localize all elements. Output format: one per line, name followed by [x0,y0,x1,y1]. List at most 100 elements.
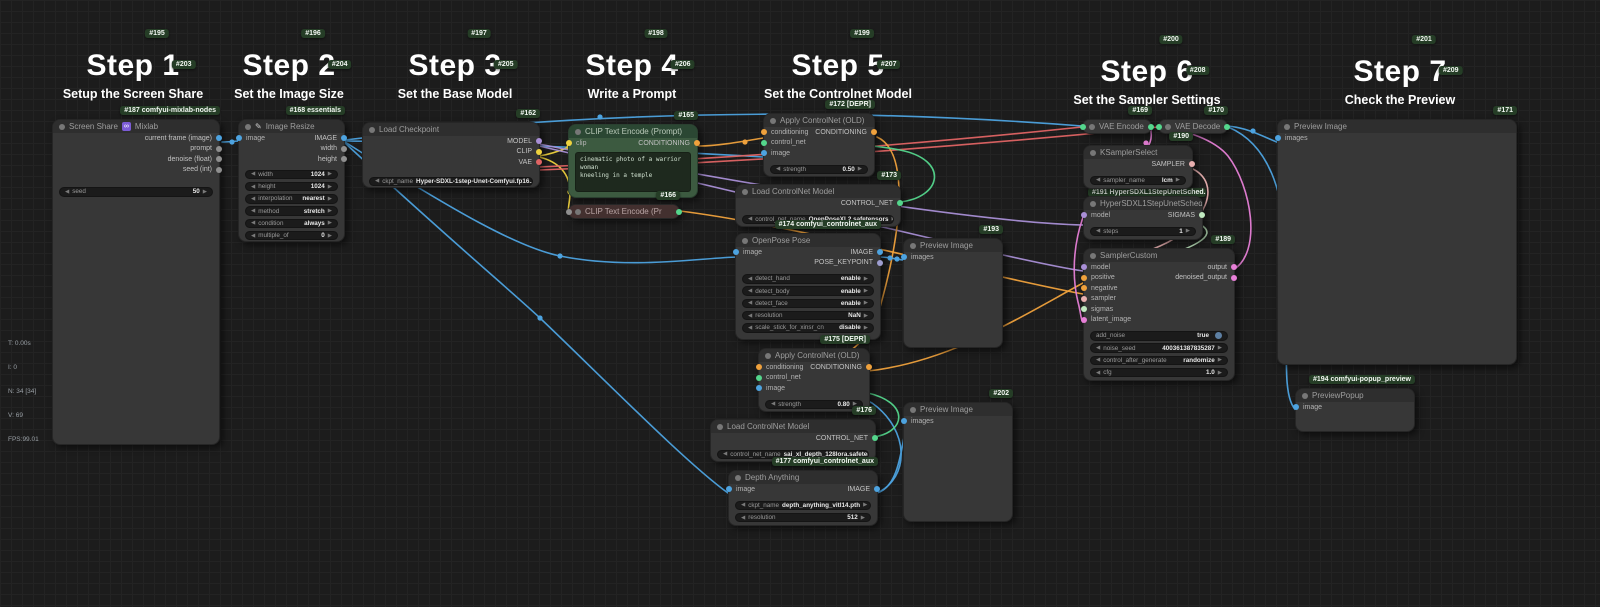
slot-dot-icon[interactable] [756,385,762,391]
decrement-arrow-icon[interactable]: ◀ [748,324,753,331]
node-clip-text-encode-negative[interactable]: CLIP Text Encode (Pr [566,204,682,219]
output-CLIP[interactable]: CLIP [516,147,542,157]
slot-dot-icon[interactable] [897,200,903,206]
slot-dot-icon[interactable] [901,418,907,424]
slot-dot-icon[interactable] [1275,135,1281,141]
slot-dot-icon[interactable] [216,166,222,173]
node-title-bar[interactable]: KSamplerSelect [1084,146,1192,159]
slot-dot-icon[interactable] [1081,274,1087,281]
node-title-bar[interactable]: Screen Share∞Mixlab [53,120,219,133]
increment-arrow-icon[interactable]: ▶ [1217,369,1222,376]
node-title-bar[interactable]: Load ControlNet Model [711,420,875,433]
collapse-dot-icon[interactable] [1090,252,1096,259]
input-conditioning[interactable]: conditioning [756,362,803,372]
increment-arrow-icon[interactable]: ▶ [327,232,332,239]
decrement-arrow-icon[interactable]: ◀ [748,275,753,282]
output-POSE-KEYPOINT[interactable]: POSE_KEYPOINT [814,258,883,268]
input-latent-image[interactable]: latent_image [1081,315,1131,325]
collapse-dot-icon[interactable] [59,123,65,130]
output-denoised-output[interactable]: denoised_output [1175,273,1237,283]
node-hyper-sdxl-scheduler[interactable]: HyperSDXL1StepUnetSchedulermodelSIGMAS◀s… [1081,196,1205,240]
increment-arrow-icon[interactable]: ▶ [891,216,893,222]
decrement-arrow-icon[interactable]: ◀ [1096,357,1101,364]
output-denoise-float-[interactable]: denoise (float) [168,154,222,164]
slot-dot-icon[interactable] [761,139,767,146]
node-title-bar[interactable]: Load ControlNet Model [736,185,900,198]
slot-dot-output[interactable] [1224,123,1230,130]
node-vae-encode[interactable]: VAE Encode [1080,119,1154,134]
collapse-dot-icon[interactable] [1090,200,1096,207]
decrement-arrow-icon[interactable]: ◀ [251,220,256,227]
decrement-arrow-icon[interactable]: ◀ [748,312,753,319]
toggle-knob[interactable] [1215,332,1222,340]
increment-arrow-icon[interactable]: ▶ [1217,357,1222,364]
collapse-dot-icon[interactable] [765,352,771,359]
decrement-arrow-icon[interactable]: ◀ [748,288,753,295]
slot-dot-icon[interactable] [341,145,347,152]
collapse-dot-icon[interactable] [1090,149,1096,156]
increment-arrow-icon[interactable]: ▶ [863,300,868,307]
input-conditioning[interactable]: conditioning [761,127,808,137]
output-SIGMAS[interactable]: SIGMAS [1168,210,1205,220]
collapse-dot-icon[interactable] [742,237,748,244]
decrement-arrow-icon[interactable]: ◀ [251,183,256,190]
output-height[interactable]: height [318,154,347,164]
slot-dot-icon[interactable] [216,145,222,152]
collapse-dot-icon[interactable] [1165,123,1171,130]
node-title-bar[interactable]: Preview Image [904,239,1002,252]
node-title-bar[interactable]: ✎Image Resize [239,120,344,133]
input-image[interactable]: image [733,247,762,257]
decrement-arrow-icon[interactable]: ◀ [1096,177,1101,184]
slot-dot-icon[interactable] [566,140,572,146]
decrement-arrow-icon[interactable]: ◀ [65,188,70,195]
output-output[interactable]: output [1208,262,1237,272]
node-vae-decode[interactable]: VAE Decode [1156,119,1230,134]
slot-dot-icon[interactable] [236,135,242,141]
increment-arrow-icon[interactable]: ▶ [863,288,868,295]
slot-dot-icon[interactable] [733,249,739,255]
node-title-bar[interactable]: HyperSDXL1StepUnetScheduler [1084,197,1202,210]
node-title-bar[interactable]: Apply ControlNet (OLD) [759,349,869,362]
node-title-bar[interactable]: Preview Image [904,403,1012,416]
slot-dot-icon[interactable] [1231,274,1237,281]
output-CONDITIONING[interactable]: CONDITIONING [810,362,872,372]
input-control-net[interactable]: control_net [761,138,806,148]
increment-arrow-icon[interactable]: ▶ [1175,177,1180,184]
increment-arrow-icon[interactable]: ▶ [202,188,207,195]
increment-arrow-icon[interactable]: ▶ [857,166,862,173]
increment-arrow-icon[interactable]: ▶ [863,275,868,282]
decrement-arrow-icon[interactable]: ◀ [251,232,256,239]
slot-dot-icon[interactable] [866,364,872,370]
slot-dot-input[interactable] [566,208,572,215]
slot-dot-icon[interactable] [761,150,767,156]
decrement-arrow-icon[interactable]: ◀ [771,401,776,408]
slot-dot-icon[interactable] [1199,212,1205,218]
input-sigmas[interactable]: sigmas [1081,304,1113,314]
collapse-dot-icon[interactable] [575,128,581,135]
node-title-bar[interactable]: Apply ControlNet (OLD) [764,114,874,127]
output-prompt[interactable]: prompt [190,144,222,154]
input-positive[interactable]: positive [1081,273,1115,283]
collapse-dot-icon[interactable] [910,406,916,413]
collapse-dot-icon[interactable] [910,242,916,249]
slot-dot-icon[interactable] [871,129,877,135]
increment-arrow-icon[interactable]: ▶ [1185,228,1190,235]
